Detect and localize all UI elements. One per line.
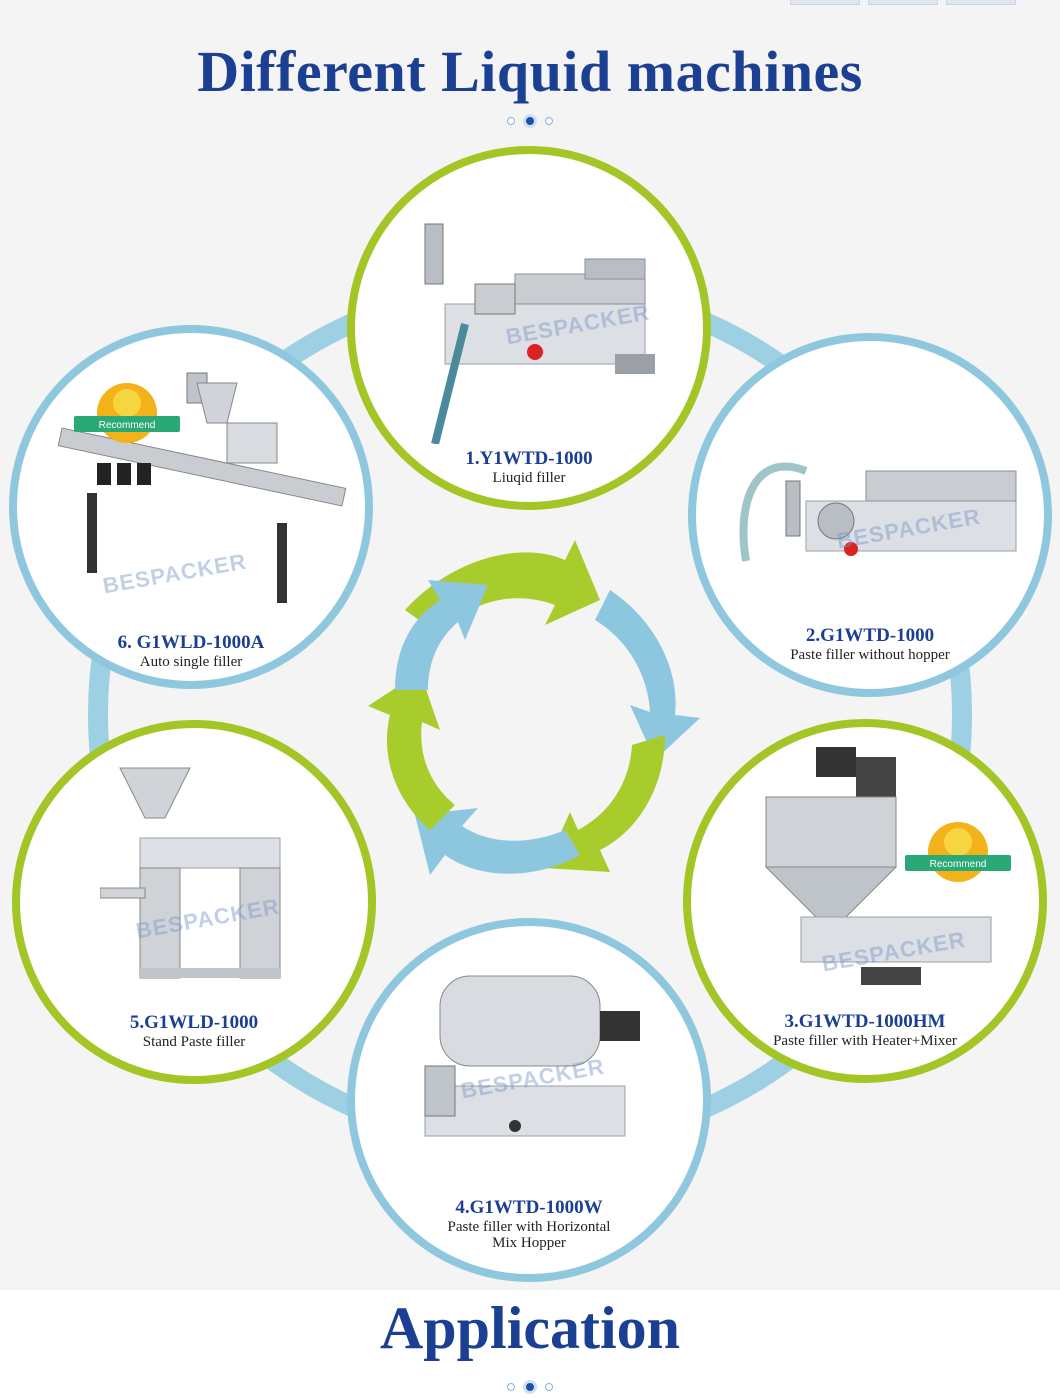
- svg-text:Recommend: Recommend: [99, 420, 156, 431]
- cycle-arrows-icon: [368, 540, 700, 875]
- auto-single-filler-image: [57, 372, 347, 603]
- machine-card-5[interactable]: BESPACKER 5.G1WLD-1000 Stand Paste fille…: [12, 720, 376, 1084]
- svg-text:Recommend: Recommend: [930, 859, 987, 870]
- carousel-dot[interactable]: [545, 117, 553, 125]
- paste-filler-heater-mixer-image: [764, 747, 992, 985]
- paste-filler-image: [739, 462, 1017, 562]
- machine-subtitle: Paste filler with Heater+Mixer: [773, 1032, 957, 1049]
- top-tab[interactable]: [946, 0, 1016, 5]
- machine-card-1[interactable]: BESPACKER 1.Y1WTD-1000 Liuqid filler: [347, 146, 711, 510]
- machine-title: 3.G1WTD-1000HM: [784, 1011, 946, 1032]
- carousel-dot-active[interactable]: [523, 1380, 537, 1394]
- recommend-badge: Recommend: [74, 383, 180, 443]
- machine-subtitle: Paste filler without hopper: [790, 646, 950, 663]
- recommend-badge: Recommend: [905, 822, 1011, 882]
- machine-subtitle: Stand Paste filler: [142, 1033, 246, 1050]
- stand-paste-filler-image: [100, 767, 281, 979]
- carousel-dot-active[interactable]: [523, 114, 537, 128]
- machine-title: 1.Y1WTD-1000: [465, 448, 593, 469]
- carousel-dots: [0, 114, 1060, 128]
- carousel-dot[interactable]: [507, 1383, 515, 1391]
- machine-subtitle: Liuqid filler: [492, 469, 566, 486]
- top-tab-strip: [790, 0, 1016, 5]
- machine-title: 5.G1WLD-1000: [129, 1012, 259, 1033]
- machine-subtitle: Auto single filler: [139, 653, 243, 670]
- carousel-dots-footer: [0, 1380, 1060, 1394]
- carousel-dot[interactable]: [545, 1383, 553, 1391]
- machine-title: 6. G1WLD-1000A: [117, 632, 265, 653]
- machine-subtitle: Paste filler with Horizontal: [447, 1218, 611, 1235]
- page-title: Different Liquid machines: [197, 39, 863, 104]
- machine-card-4[interactable]: BESPACKER 4.G1WTD-1000W Paste filler wit…: [347, 918, 711, 1282]
- carousel-dot[interactable]: [507, 117, 515, 125]
- paste-filler-horizontal-mixer-image: [424, 975, 640, 1137]
- application-title: Application: [379, 1295, 681, 1361]
- machine-title: 4.G1WTD-1000W: [455, 1197, 603, 1218]
- top-tab[interactable]: [790, 0, 860, 5]
- machine-title: 2.G1WTD-1000: [805, 625, 935, 646]
- liquid-filler-image: [424, 223, 655, 444]
- machine-card-2[interactable]: BESPACKER 2.G1WTD-1000 Paste filler with…: [688, 333, 1052, 697]
- machine-subtitle-line2: Mix Hopper: [492, 1235, 566, 1252]
- top-tab[interactable]: [868, 0, 938, 5]
- machine-card-6[interactable]: Recommend BESPACKER 6. G1WLD-1000A Auto …: [9, 325, 373, 689]
- machine-card-3[interactable]: Recommend BESPACKER 3.G1WTD-1000HM Paste…: [683, 719, 1047, 1083]
